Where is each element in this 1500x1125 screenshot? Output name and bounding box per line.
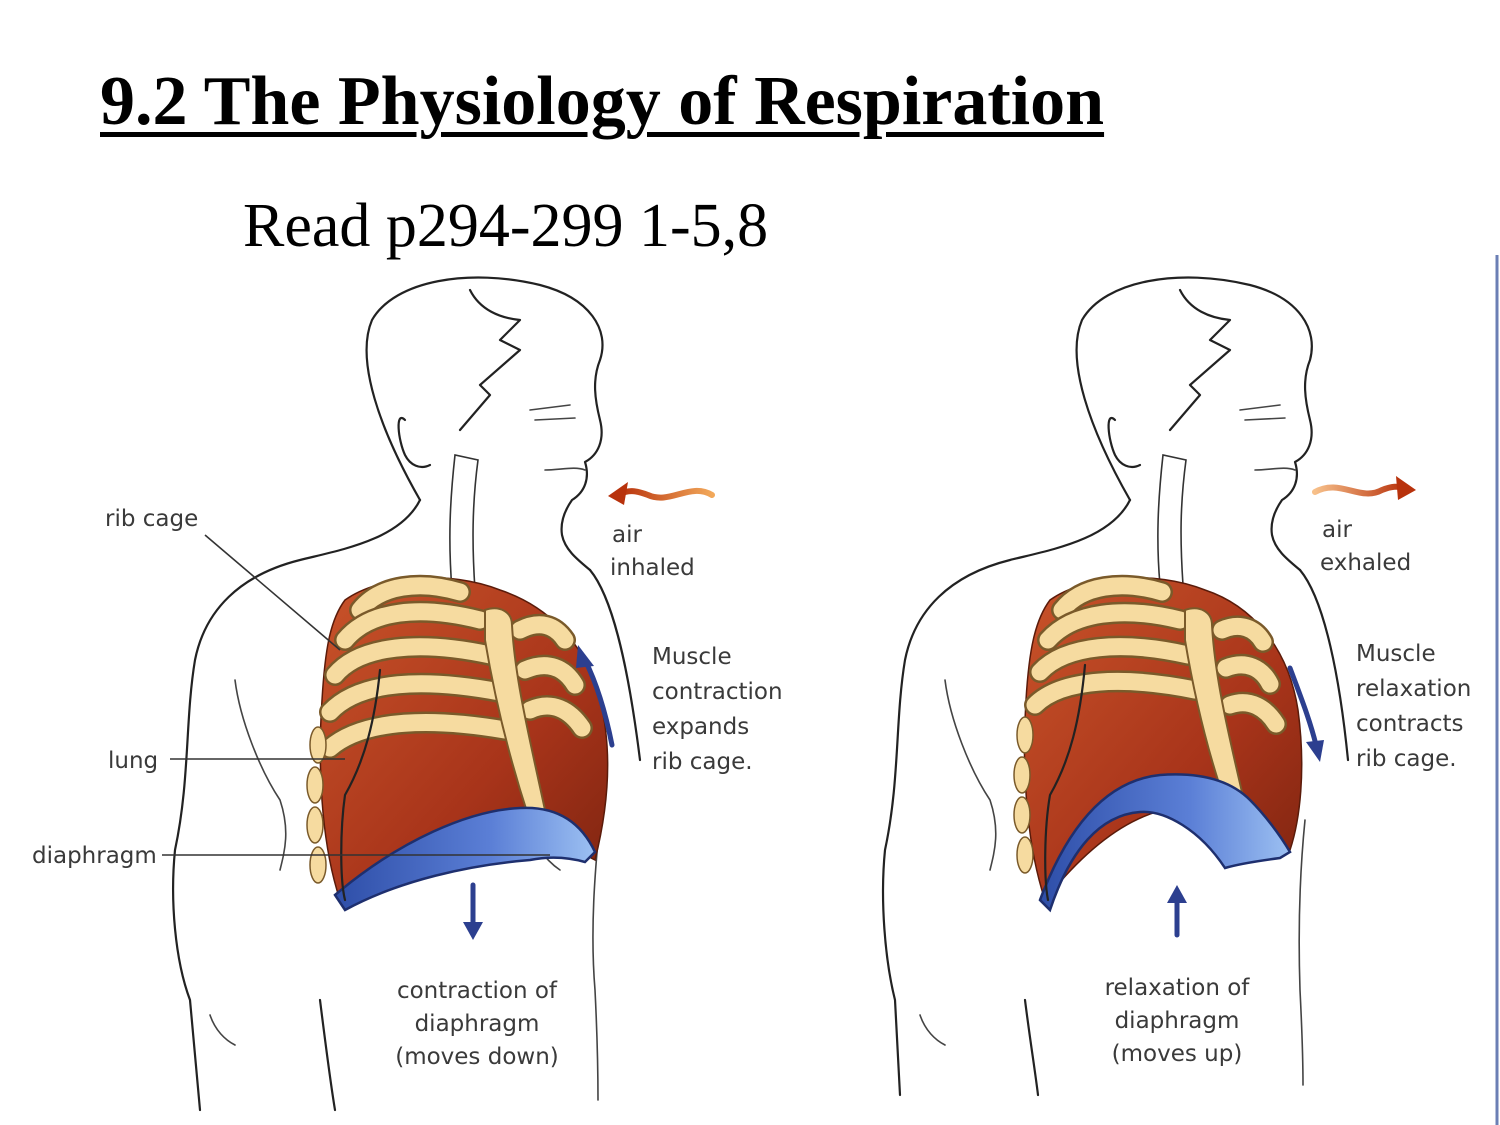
rib-cage-left <box>319 574 593 759</box>
muscle-contraction-line2: contraction <box>652 679 783 705</box>
diaphragm-relaxation-line3: (moves up) <box>1112 1041 1243 1067</box>
muscle-contraction-line3: expands <box>652 714 749 740</box>
diaphragm-relaxation-line2: diaphragm <box>1115 1008 1240 1034</box>
muscle-relaxation-line1: Muscle <box>1356 641 1436 667</box>
diaphragm-contraction-line3: (moves down) <box>395 1044 559 1070</box>
muscle-relaxation-line4: rib cage. <box>1356 746 1457 772</box>
diaphragm-down-arrow <box>463 882 483 940</box>
air-exhaled-arrow <box>1312 476 1416 500</box>
diaphragm-contraction-line2: diaphragm <box>415 1011 540 1037</box>
spine-right <box>1013 716 1034 874</box>
label-diaphragm: diaphragm <box>32 843 157 869</box>
diaphragm-right <box>1038 773 1292 913</box>
muscle-relaxation-line3: contracts <box>1356 711 1464 737</box>
rib-cage-leader <box>204 534 341 651</box>
trachea-left <box>449 454 479 591</box>
label-rib-cage: rib cage <box>105 506 198 532</box>
label-lung: lung <box>108 748 158 774</box>
sternum-left <box>484 607 547 817</box>
diaphragm-contraction-line1: contraction of <box>397 978 558 1004</box>
trachea-right <box>1157 454 1187 586</box>
rib-cage-right <box>1024 574 1287 735</box>
muscle-relaxation-line2: relaxation <box>1356 676 1471 702</box>
air-inhaled-arrow <box>608 482 715 505</box>
exhalation-figure: air exhaled Muscle relaxation contracts … <box>881 276 1471 1097</box>
slide-title: 9.2 The Physiology of Respiration <box>100 63 1105 140</box>
sternum-right <box>1184 607 1247 812</box>
diaphragm-left <box>333 806 597 912</box>
diaphragm-relaxation-line1: relaxation of <box>1105 975 1251 1001</box>
air-inhaled-line1: air <box>612 522 642 548</box>
rib-contract-arrow <box>1287 665 1324 762</box>
air-exhaled-line1: air <box>1322 517 1352 543</box>
muscle-contraction-line1: Muscle <box>652 644 732 670</box>
body-outline-right <box>881 276 1350 1097</box>
reading-assignment: Read p294-299 1-5,8 <box>243 192 769 260</box>
diaphragm-up-arrow <box>1167 885 1187 938</box>
muscle-contraction-line4: rib cage. <box>652 749 753 775</box>
inhalation-figure: rib cage lung diaphragm air inhaled Musc… <box>32 276 783 1112</box>
rib-expand-arrow <box>576 645 615 748</box>
spine-left <box>306 726 327 884</box>
air-inhaled-line2: inhaled <box>610 555 695 581</box>
air-exhaled-line2: exhaled <box>1320 550 1411 576</box>
